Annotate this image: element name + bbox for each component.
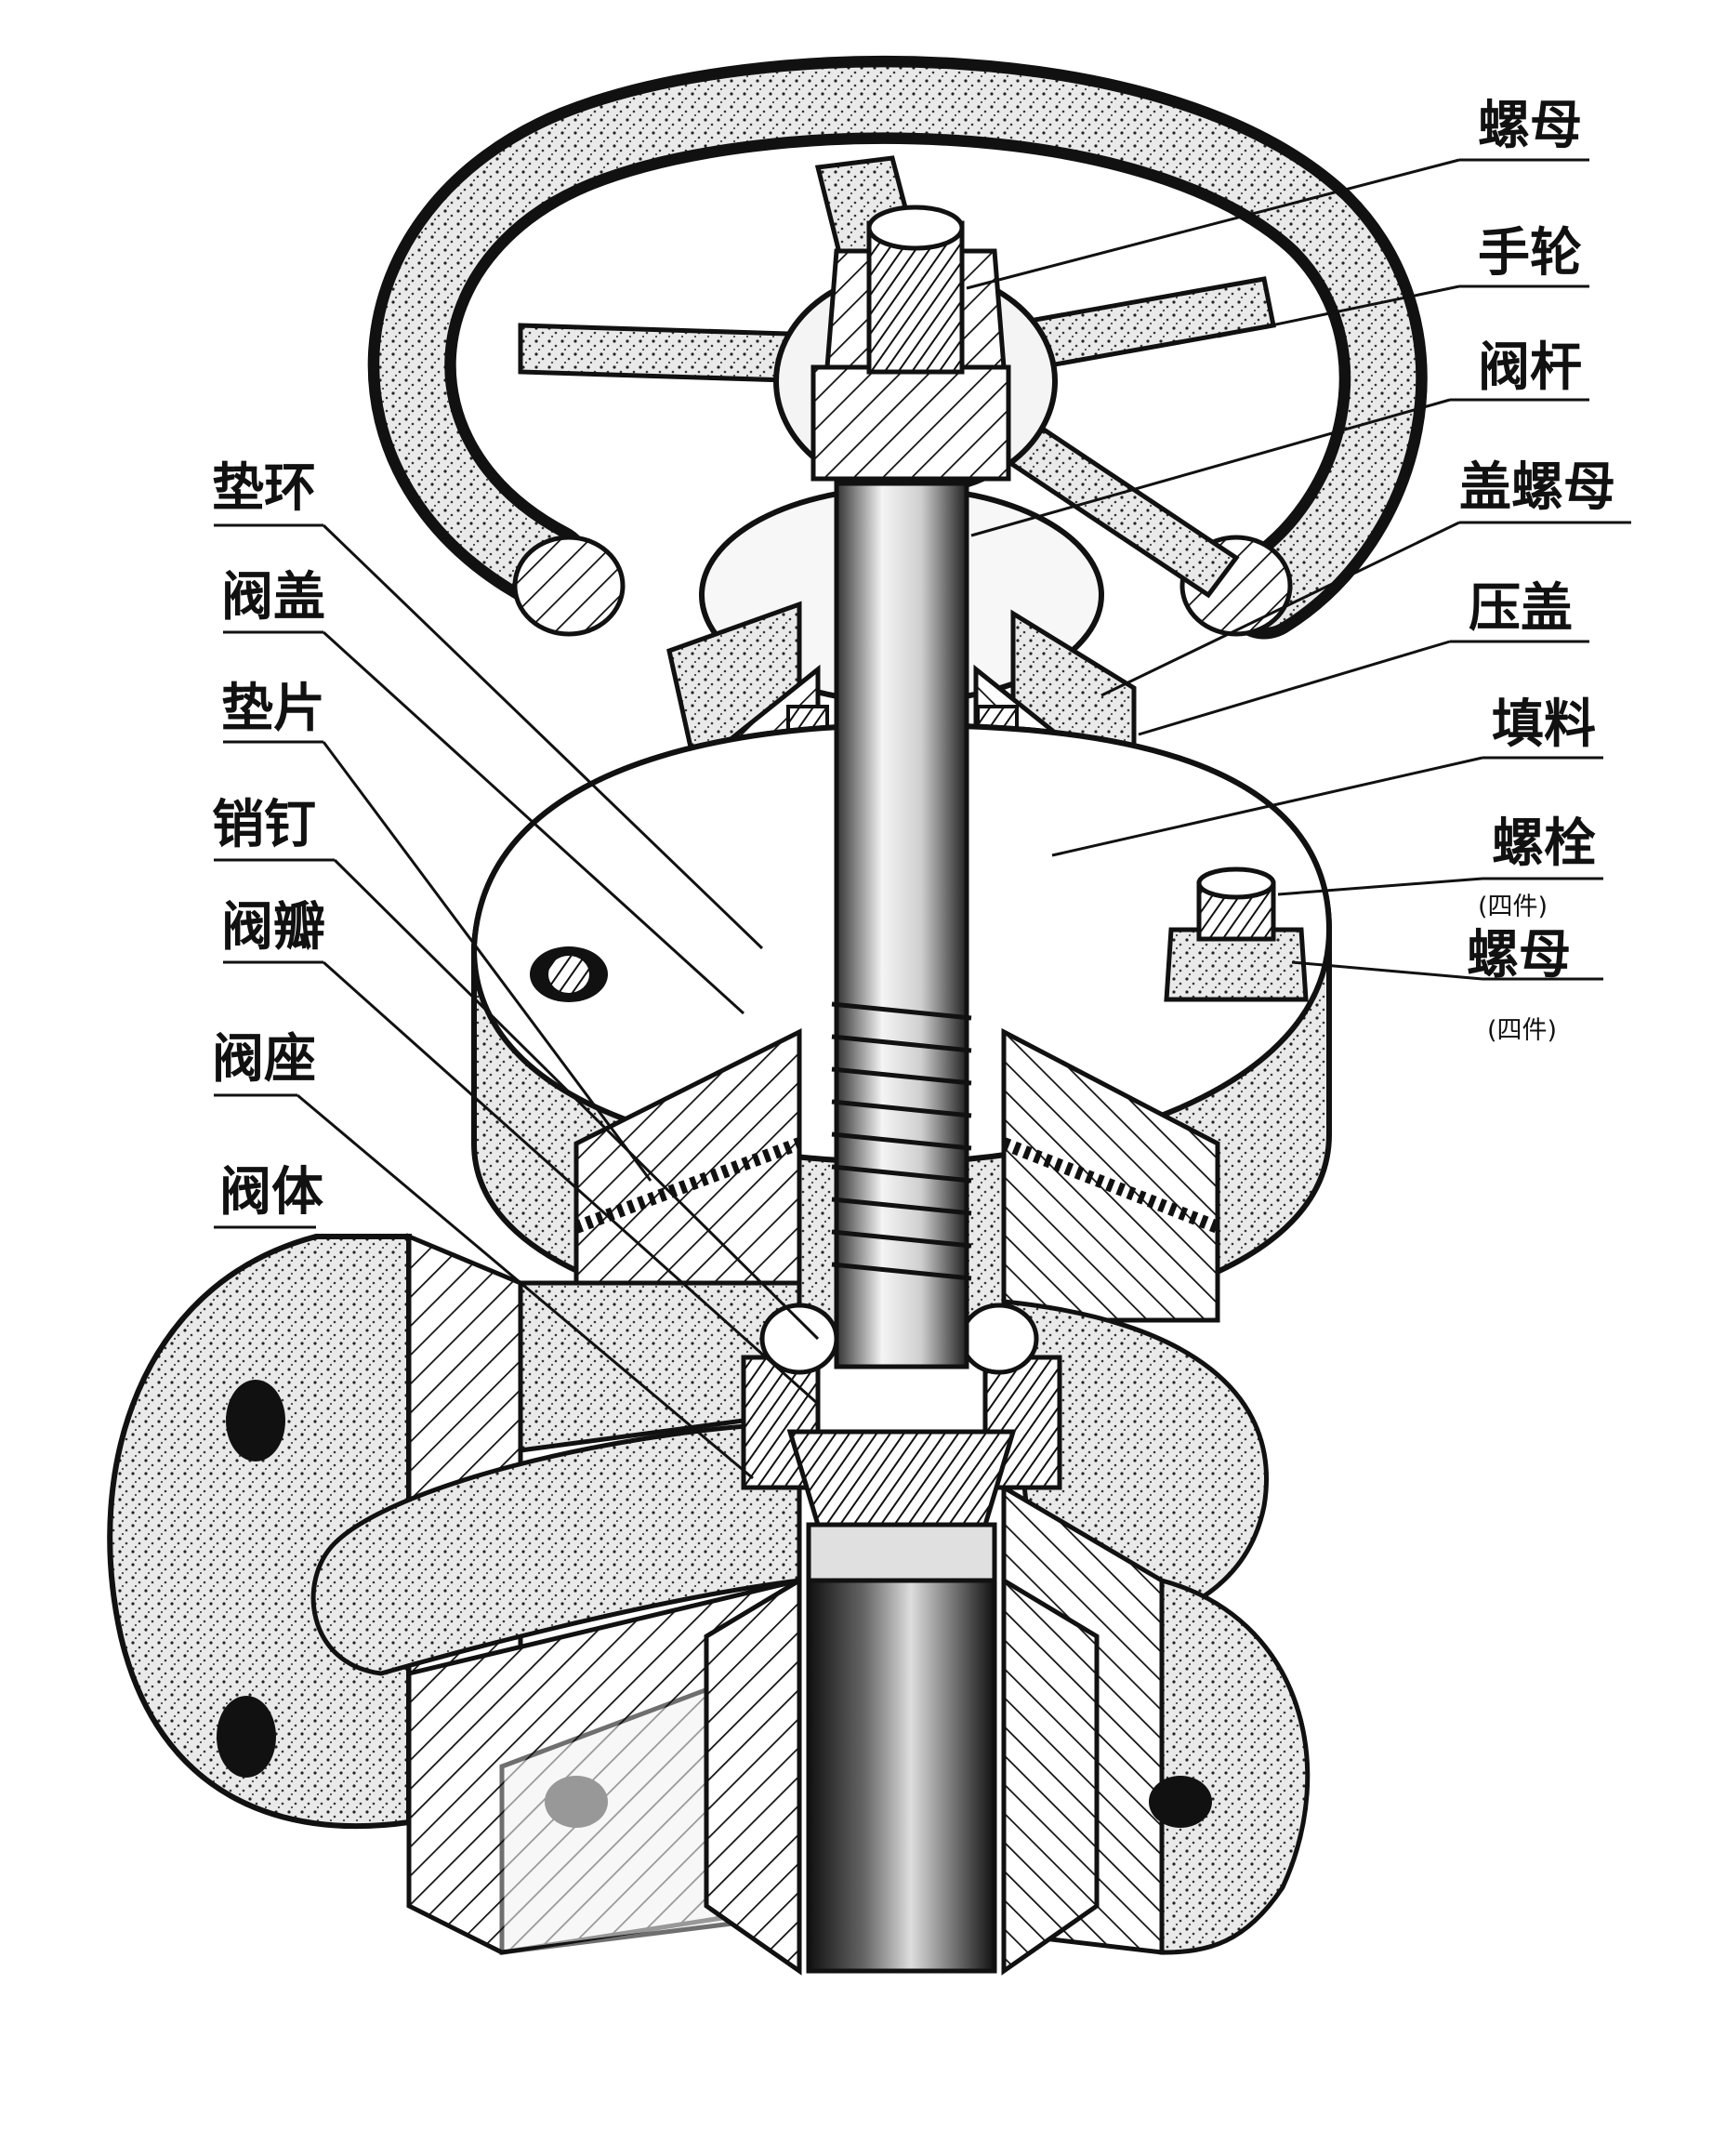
label-gasket: 垫片 xyxy=(221,679,325,739)
label-body: 阀体 xyxy=(219,1162,323,1223)
label-handwheel: 手轮 xyxy=(1478,223,1582,284)
label-disc: 阀瓣 xyxy=(221,897,325,958)
leader-lines xyxy=(214,158,1631,1480)
label-bolt: 螺栓 xyxy=(1492,813,1596,874)
label-flange-nut-qty: (四件) xyxy=(1487,1016,1558,1045)
label-gasket-ring: 垫环 xyxy=(212,458,316,519)
stem-drawing xyxy=(704,481,1100,1976)
label-gland: 压盖 xyxy=(1469,578,1573,639)
label-bonnet: 阀盖 xyxy=(221,567,325,628)
valve-body-drawing xyxy=(107,1233,1311,1955)
label-seat: 阀座 xyxy=(212,1029,316,1090)
label-flange-nut: 螺母 xyxy=(1467,925,1571,985)
label-bolt-qty: (四件) xyxy=(1478,893,1548,921)
label-stem: 阀杆 xyxy=(1478,337,1582,398)
label-pin: 销钉 xyxy=(212,795,316,855)
label-bonnet-nut: 盖螺母 xyxy=(1459,457,1615,518)
handwheel-drawing xyxy=(367,56,1428,640)
label-nut: 螺母 xyxy=(1478,96,1582,156)
label-packing: 填料 xyxy=(1492,694,1596,755)
